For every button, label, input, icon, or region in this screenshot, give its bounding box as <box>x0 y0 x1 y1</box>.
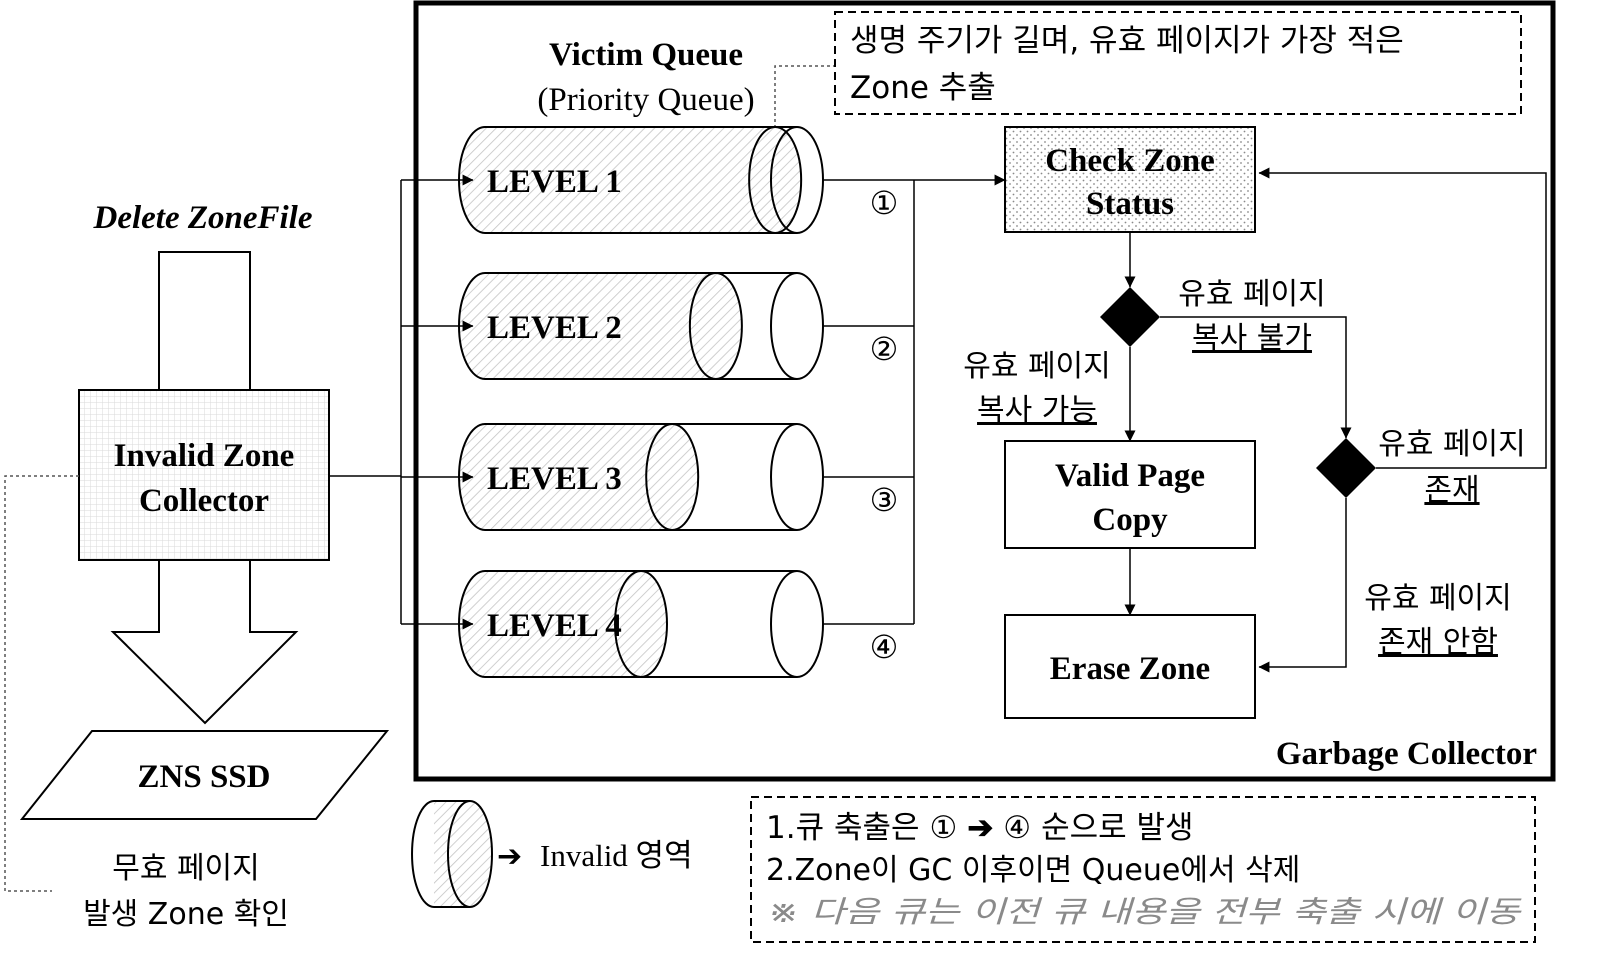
collector-note-connector <box>4 475 79 892</box>
legend-note1-from: ① <box>930 810 958 845</box>
valid-page-copy-line1: Valid Page <box>1055 458 1205 494</box>
collector-line1: Invalid Zone <box>114 438 295 474</box>
level-label-2: LEVEL 2 <box>487 310 622 346</box>
level-label-4: LEVEL 4 <box>487 608 622 644</box>
invalid-page-check-line2: 발생 Zone 확인 <box>83 897 289 932</box>
copy-impossible-line1: 유효 페이지 <box>1178 277 1326 312</box>
delete-zonefile-label: Delete ZoneFile <box>92 200 312 236</box>
invalid-region-2 <box>459 273 742 379</box>
check-zone-line1: Check Zone <box>1045 143 1215 179</box>
copy-possible-line1: 유효 페이지 <box>963 349 1111 384</box>
level-order-3: ③ <box>870 481 899 519</box>
legend-note3: ※ 다음 큐는 이전 큐 내용을 전부 축출 시에 이동 <box>768 895 1522 930</box>
invalid-zone-collector-box <box>78 389 330 561</box>
invalid-region-1 <box>459 127 802 233</box>
legend-invalid-label: Invalid 영역 <box>540 838 693 873</box>
valid-exists-line2: 존재 <box>1424 473 1479 508</box>
legend-note1-suffix: 순으로 발생 <box>1041 810 1193 846</box>
level-order-4: ④ <box>870 628 899 666</box>
queue-level-3: LEVEL 3 ③ <box>401 423 914 531</box>
decision2-to-check-arrow <box>1258 167 1547 469</box>
erase-zone-box <box>1004 614 1256 719</box>
queue-level-2: LEVEL 2 ② <box>401 272 914 380</box>
legend-notes-box <box>750 796 1536 943</box>
decision1-diamond <box>1100 287 1160 347</box>
queue-level-1: LEVEL 1 ① <box>401 126 914 234</box>
invalid-region-4 <box>459 571 667 677</box>
invalid-region-3 <box>459 424 699 530</box>
legend-note1-prefix: 1.큐 축출은 <box>766 810 920 846</box>
victim-queue-title: Victim Queue <box>549 37 743 73</box>
level-label-1: LEVEL 1 <box>487 164 622 200</box>
level-order-2: ② <box>870 330 899 368</box>
valid-page-copy-box <box>1004 440 1256 549</box>
collector-line2: Collector <box>139 483 269 519</box>
copy-possible-line2: 복사 가능 <box>977 393 1097 428</box>
queue-note-line1: 생명 주기가 길며, 유효 페이지가 가장 적은 <box>850 23 1404 59</box>
level-order-1: ① <box>870 184 899 222</box>
garbage-collector-label: Garbage Collector <box>1276 736 1537 772</box>
check-zone-line2: Status <box>1086 186 1174 222</box>
legend-note1-arrow: ➔ <box>967 810 993 845</box>
queue-note-box <box>834 11 1522 115</box>
zns-ssd-shape <box>19 730 390 820</box>
delete-arrow-shaft <box>158 251 251 392</box>
queue-note-line2: Zone 추출 <box>850 70 996 106</box>
queue-note-connector <box>774 65 834 128</box>
queue-levels: LEVEL 1 ① LEVEL 2 ② LEVEL 3 ③ LEVEL 4 ④ <box>401 126 914 678</box>
decision1-to-decision2-arrow <box>1160 316 1352 439</box>
down-block-arrow <box>110 560 299 725</box>
decision2-to-erase-arrow <box>1258 498 1347 673</box>
legend-arrow: ➔ <box>497 839 522 874</box>
zns-ssd-label: ZNS SSD <box>138 759 271 795</box>
valid-page-copy-line2: Copy <box>1092 502 1168 538</box>
valid-exists-line1: 유효 페이지 <box>1378 427 1526 462</box>
legend-note2: 2.Zone이 GC 이후이면 Queue에서 삭제 <box>766 853 1300 888</box>
valid-not-exists-line1: 유효 페이지 <box>1364 581 1512 616</box>
victim-queue-subtitle: (Priority Queue) <box>537 82 754 118</box>
copy-impossible-line2: 복사 불가 <box>1192 321 1312 356</box>
legend-note1-to: ④ <box>1003 810 1031 845</box>
legend-note1: 1.큐 축출은 ① ➔ ④ 순으로 발생 <box>766 810 1194 846</box>
legend-invalid-cylinder <box>411 800 493 908</box>
check-zone-status-box <box>1004 126 1256 233</box>
garbage-collector-frame <box>413 0 1556 782</box>
invalid-page-check-line1: 무효 페이지 <box>112 851 260 886</box>
erase-zone-label: Erase Zone <box>1050 651 1210 687</box>
level-label-3: LEVEL 3 <box>487 461 622 497</box>
decision2-diamond <box>1316 438 1376 498</box>
queue-level-4: LEVEL 4 ④ <box>401 570 914 678</box>
valid-not-exists-line2: 존재 안함 <box>1378 625 1498 660</box>
